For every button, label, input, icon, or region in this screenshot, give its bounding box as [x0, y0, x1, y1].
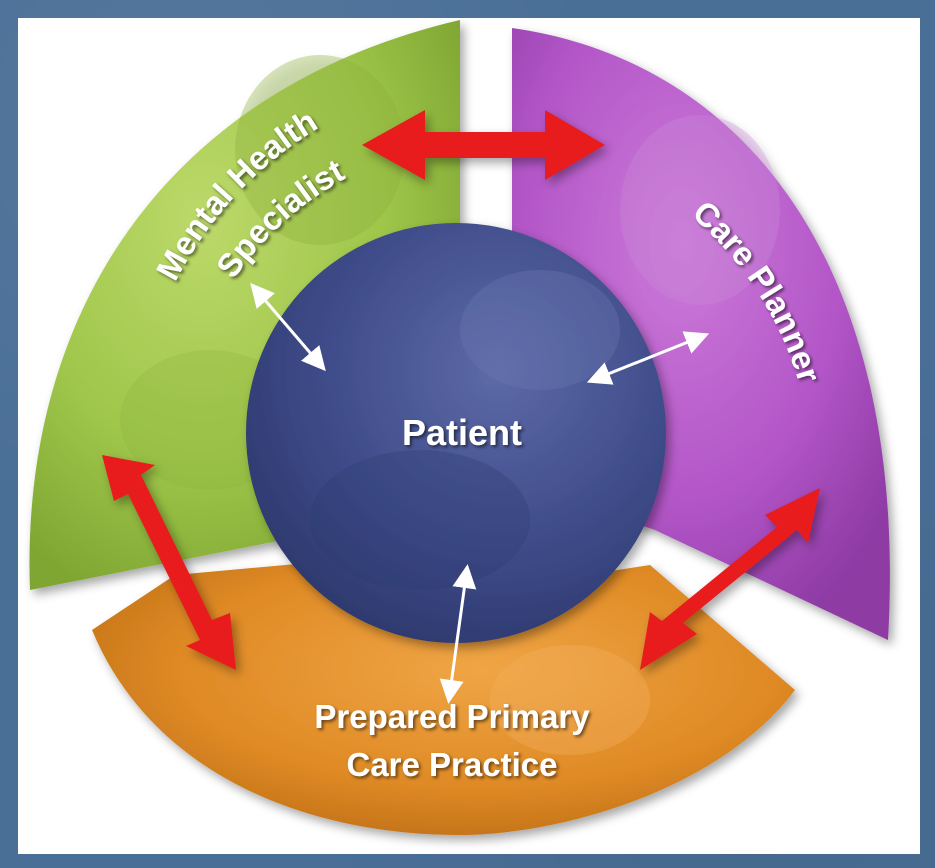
patient-label: Patient [402, 412, 522, 453]
connector-patient-primary [439, 564, 477, 704]
connector-mental-primary-arrow [102, 455, 236, 670]
primary-care-label-line1: Prepared Primary [314, 698, 590, 735]
center-patient [246, 223, 666, 643]
connector-mental-care-arrow [362, 110, 605, 180]
primary-care-label-line2: Care Practice [347, 746, 558, 783]
connector-care-primary-arrow [640, 488, 820, 670]
connector-patient-mental [250, 282, 326, 372]
connector-patient-care [586, 331, 710, 385]
